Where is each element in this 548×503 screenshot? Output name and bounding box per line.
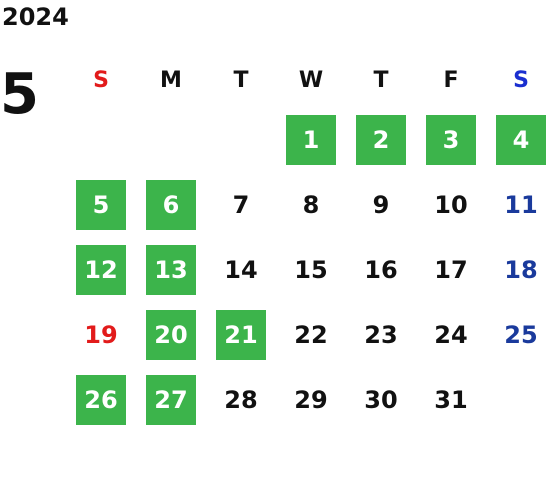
weekday-wednesday: W <box>298 67 324 93</box>
day-8: 8 <box>302 191 320 219</box>
empty-cell <box>146 115 196 165</box>
weekday-thursday: T <box>373 67 389 93</box>
weekday-friday: F <box>443 67 459 93</box>
day-21: 21 <box>216 310 266 360</box>
year-label: 2024 <box>2 3 69 31</box>
weekday-sunday: S <box>93 67 109 93</box>
calendar-grid: S M T W T F S 1 2 3 4 5 6 7 8 9 10 11 12… <box>76 60 546 425</box>
weekday-saturday: S <box>513 67 529 93</box>
day-24: 24 <box>434 321 468 349</box>
month-number: 5 <box>0 62 39 127</box>
empty-cell <box>216 115 266 165</box>
day-30: 30 <box>364 386 398 414</box>
day-25: 25 <box>504 321 538 349</box>
day-10: 10 <box>434 191 468 219</box>
empty-cell <box>76 115 126 165</box>
day-28: 28 <box>224 386 258 414</box>
day-17: 17 <box>434 256 468 284</box>
day-13: 13 <box>146 245 196 295</box>
day-26: 26 <box>76 375 126 425</box>
day-23: 23 <box>364 321 398 349</box>
day-2: 2 <box>356 115 406 165</box>
empty-cell <box>496 375 546 425</box>
day-22: 22 <box>294 321 328 349</box>
day-9: 9 <box>372 191 390 219</box>
day-14: 14 <box>224 256 258 284</box>
day-11: 11 <box>504 191 538 219</box>
day-29: 29 <box>294 386 328 414</box>
day-7: 7 <box>232 191 250 219</box>
day-5: 5 <box>76 180 126 230</box>
day-15: 15 <box>294 256 328 284</box>
day-27: 27 <box>146 375 196 425</box>
day-20: 20 <box>146 310 196 360</box>
day-3: 3 <box>426 115 476 165</box>
weekday-monday: M <box>160 67 182 93</box>
day-19: 19 <box>84 321 118 349</box>
day-16: 16 <box>364 256 398 284</box>
weekday-tuesday: T <box>233 67 249 93</box>
day-4: 4 <box>496 115 546 165</box>
day-1: 1 <box>286 115 336 165</box>
day-6: 6 <box>146 180 196 230</box>
day-18: 18 <box>504 256 538 284</box>
day-31: 31 <box>434 386 468 414</box>
day-12: 12 <box>76 245 126 295</box>
